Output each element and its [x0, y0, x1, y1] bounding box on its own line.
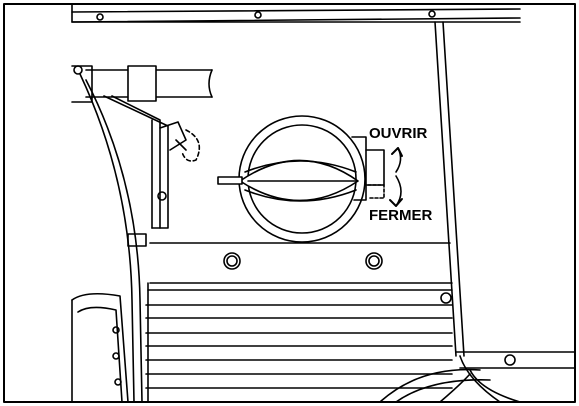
outer-frame [3, 3, 576, 403]
screw-top-1 [96, 13, 104, 21]
bolt-right [365, 252, 383, 270]
bottom-right-hardware [379, 351, 576, 403]
rotation-arrows [389, 147, 403, 207]
left-pipe [71, 65, 213, 103]
bolt-left [223, 252, 241, 270]
rod-end [440, 292, 452, 304]
open-label: OUVRIR [369, 125, 428, 142]
hose-clip [127, 233, 147, 247]
screw-top-3 [428, 10, 436, 18]
bolt-right-inner [368, 255, 380, 267]
bracket-bolt [157, 191, 167, 201]
right-panel-edge [434, 21, 465, 357]
left-bottom-part [71, 292, 129, 403]
hose [79, 73, 147, 403]
lower-panel [145, 282, 453, 403]
bolt-left-inner [226, 255, 238, 267]
damper-assembly [217, 115, 385, 243]
damper-shaft [217, 176, 243, 185]
screw-top-2 [254, 11, 262, 19]
close-label: FERMER [369, 207, 433, 224]
left-bracket [103, 95, 201, 229]
top-rail [71, 3, 521, 23]
pipe-clamp [127, 65, 157, 102]
cross-bar [149, 242, 453, 284]
